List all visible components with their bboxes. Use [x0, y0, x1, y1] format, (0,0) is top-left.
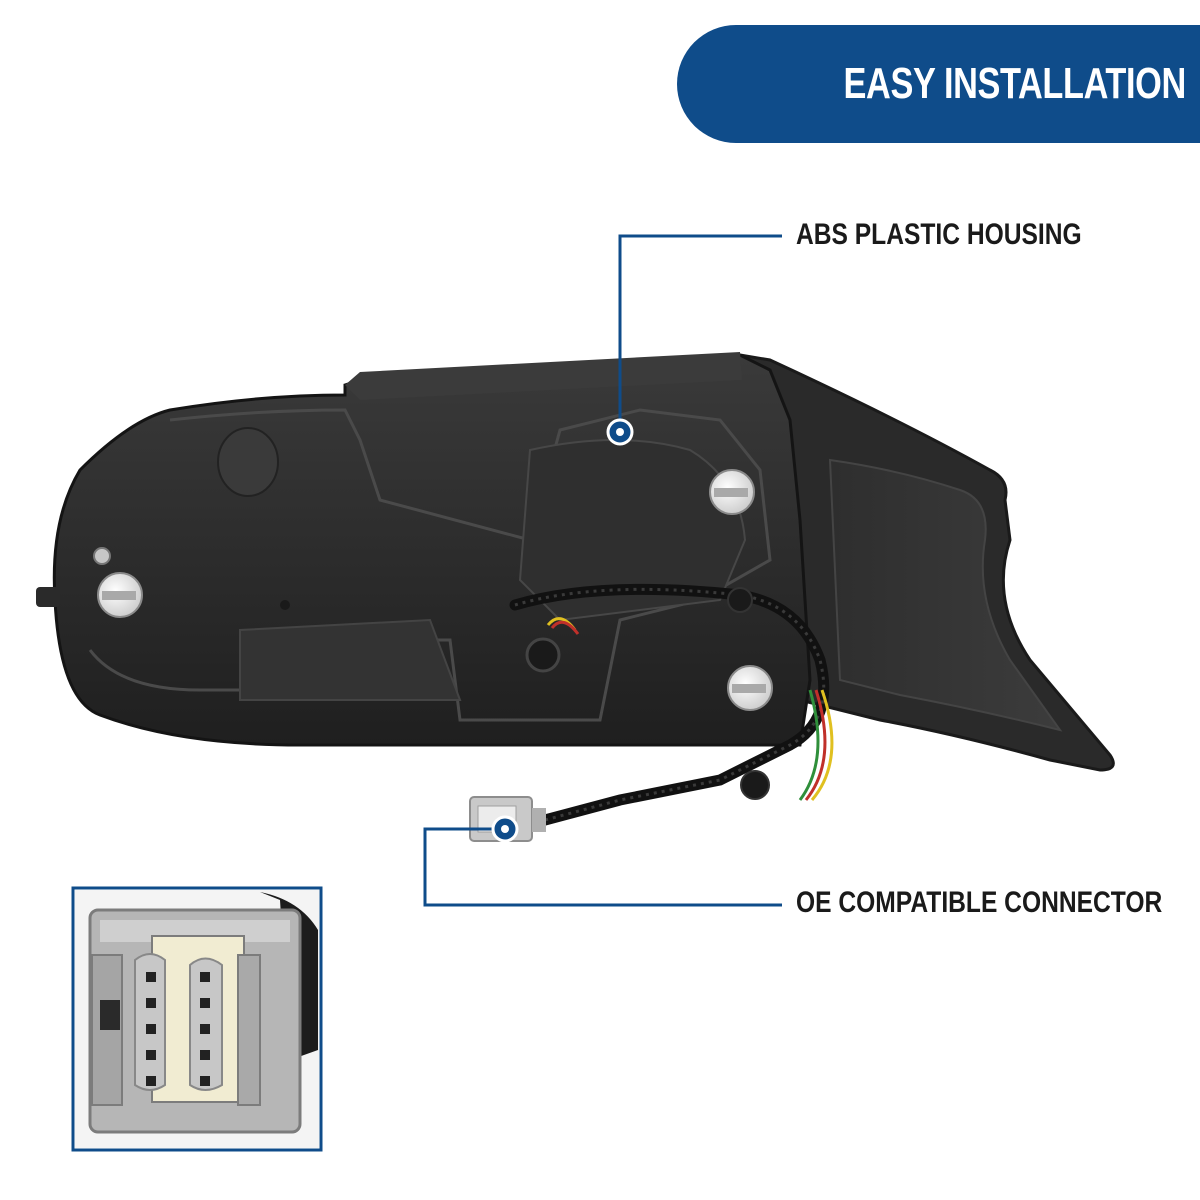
- mounting-bolt: [727, 665, 773, 711]
- mounting-bolt: [709, 469, 755, 515]
- connector-closeup-inset: [71, 886, 323, 1152]
- wiring-harness: [509, 583, 834, 826]
- easy-installation-banner: EASY INSTALLATION: [677, 25, 1200, 143]
- tail-light-housing: [36, 352, 1115, 772]
- abs-housing-label: ABS PLASTIC HOUSING: [796, 218, 1082, 251]
- oe-connector-label: OE COMPATIBLE CONNECTOR: [796, 886, 1163, 919]
- mounting-bolt: [97, 572, 143, 618]
- callout-abs-housing: [606, 234, 782, 446]
- banner-title: EASY INSTALLATION: [843, 59, 1187, 108]
- callout-oe-connector: [423, 815, 782, 907]
